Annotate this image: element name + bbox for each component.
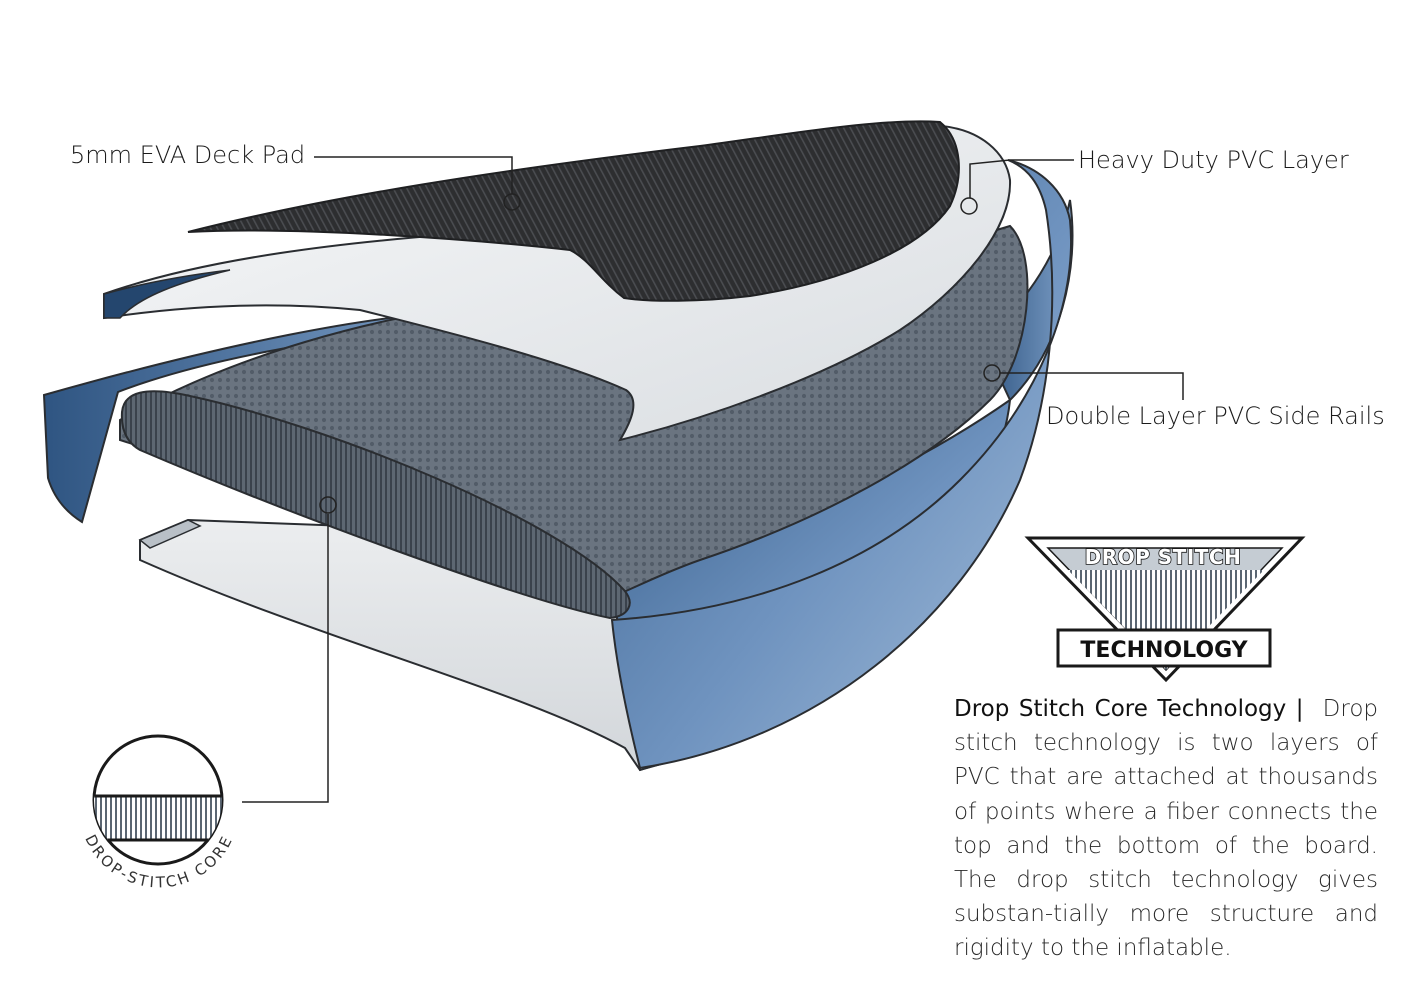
description-body: Drop stitch technology is two layers of …	[954, 696, 1378, 962]
marker-deck-pad	[503, 193, 521, 211]
description-block: Drop Stitch Core Technology | Drop stitc…	[954, 692, 1378, 966]
leader-deck-pad	[314, 156, 513, 194]
leader-pvc-layer	[969, 159, 1074, 198]
leader-side-rails	[1000, 372, 1184, 400]
leader-lines	[242, 156, 1184, 803]
badge-top-text: DROP STITCH	[1085, 545, 1242, 569]
badge-bottom-text: TECHNOLOGY	[1080, 638, 1248, 663]
marker-core	[319, 496, 337, 514]
leader-core	[242, 514, 329, 803]
description-title: Drop Stitch Core Technology |	[954, 696, 1304, 722]
label-side-rails: Double Layer PVC Side Rails	[1046, 402, 1385, 430]
marker-pvc-layer	[960, 197, 978, 215]
label-deck-pad: 5mm EVA Deck Pad	[70, 141, 306, 169]
right-side-rail	[610, 159, 1072, 770]
core-inset: DROP-STITCH CORE	[81, 734, 234, 892]
label-pvc-layer: Heavy Duty PVC Layer	[1078, 146, 1349, 174]
marker-side-rails	[983, 364, 1001, 382]
drop-stitch-badge: DROP STITCH TECHNOLOGY	[1024, 536, 1306, 683]
deck-pad	[187, 120, 960, 302]
